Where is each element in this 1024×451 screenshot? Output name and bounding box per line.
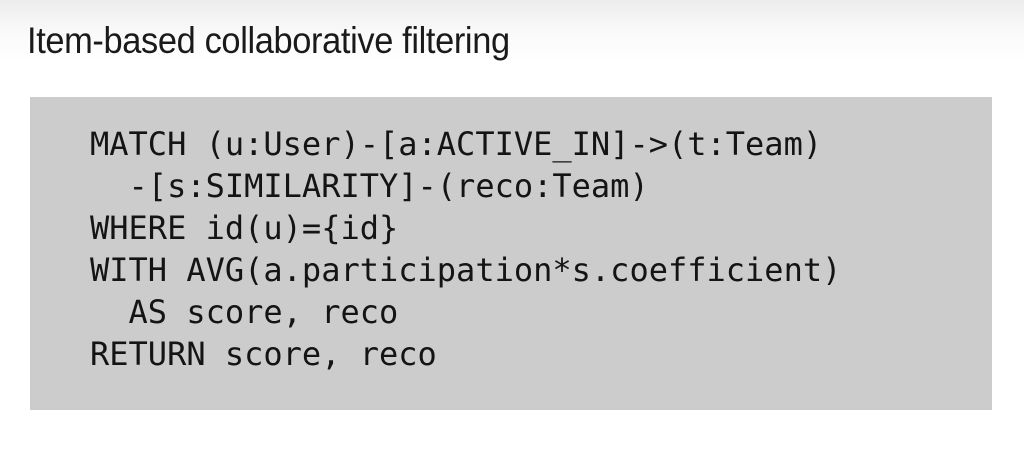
code-line: WITH AVG(a.participation*s.coefficient) — [90, 251, 842, 289]
code-listing: MATCH (u:User)-[a:ACTIVE_IN]->(t:Team) -… — [90, 123, 841, 375]
code-line: -[s:SIMILARITY]-(reco:Team) — [90, 167, 649, 205]
code-line: AS score, reco — [90, 293, 399, 331]
code-line: WHERE id(u)={id} — [90, 209, 399, 247]
code-content: MATCH (u:User)-[a:ACTIVE_IN]->(t:Team) -… — [90, 123, 841, 375]
page-title: Item-based collaborative filtering — [27, 20, 510, 61]
code-line: MATCH (u:User)-[a:ACTIVE_IN]->(t:Team) — [90, 125, 823, 163]
code-line: RETURN score, reco — [90, 335, 437, 373]
code-block: MATCH (u:User)-[a:ACTIVE_IN]->(t:Team) -… — [30, 97, 992, 410]
